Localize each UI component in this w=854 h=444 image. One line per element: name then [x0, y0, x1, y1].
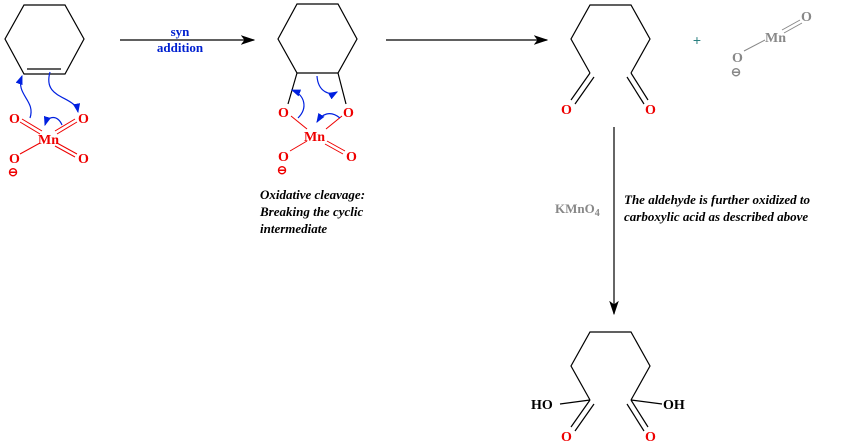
adipic-acid: HO O O OH	[531, 331, 685, 444]
caption-line: intermediate	[260, 221, 327, 236]
electron-arrow	[15, 74, 32, 119]
plus-sign: +	[693, 32, 701, 48]
cyclic-manganate-ester: Mn O O O O ⊖	[277, 3, 358, 177]
caption-line: Breaking the cyclic	[259, 204, 363, 219]
oxygen-atom: O	[561, 103, 572, 118]
reagent-kmno4: KMnO4	[555, 201, 600, 219]
oxygen-atom: O	[278, 106, 289, 121]
permanganate: Mn O O O O ⊖	[8, 112, 89, 179]
negative-charge: ⊖	[8, 165, 18, 179]
oxygen-atom: O	[732, 51, 743, 66]
mn-atom: Mn	[304, 130, 325, 145]
mn-atom: Mn	[765, 31, 786, 46]
arrow-label-addition: addition	[157, 40, 204, 55]
negative-charge: ⊖	[277, 163, 287, 177]
mn-atom: Mn	[38, 133, 59, 148]
electron-arrow	[316, 112, 341, 124]
oxygen-atom: O	[346, 150, 357, 165]
oxygen-atom: O	[78, 152, 89, 167]
oxygen-atom: O	[561, 430, 572, 444]
oxygen-atom: O	[645, 430, 656, 444]
electron-arrow	[316, 75, 339, 100]
hydroxyl-group: HO	[531, 398, 553, 413]
oxygen-atom: O	[343, 106, 354, 121]
oxygen-atom: O	[645, 103, 656, 118]
note-line: carboxylic acid as described above	[624, 209, 808, 224]
oxygen-atom: O	[9, 152, 20, 167]
caption-line: Oxidative cleavage:	[260, 187, 365, 202]
cyclohexene	[4, 4, 85, 75]
electron-arrow	[48, 71, 81, 114]
oxygen-atom: O	[801, 10, 812, 25]
hexanedial: O O	[561, 4, 656, 118]
oxygen-atom: O	[9, 112, 20, 127]
oxygen-atom: O	[278, 150, 289, 165]
arrow-label-syn: syn	[171, 24, 191, 39]
note-line: The aldehyde is further oxidized to	[624, 192, 810, 207]
oxygen-atom: O	[78, 112, 89, 127]
negative-charge: ⊖	[731, 65, 741, 79]
electron-arrow	[290, 89, 305, 119]
hydroxyl-group: OH	[663, 398, 685, 413]
electron-arrow	[43, 115, 63, 127]
manganate-byproduct: Mn O O ⊖	[731, 10, 812, 79]
